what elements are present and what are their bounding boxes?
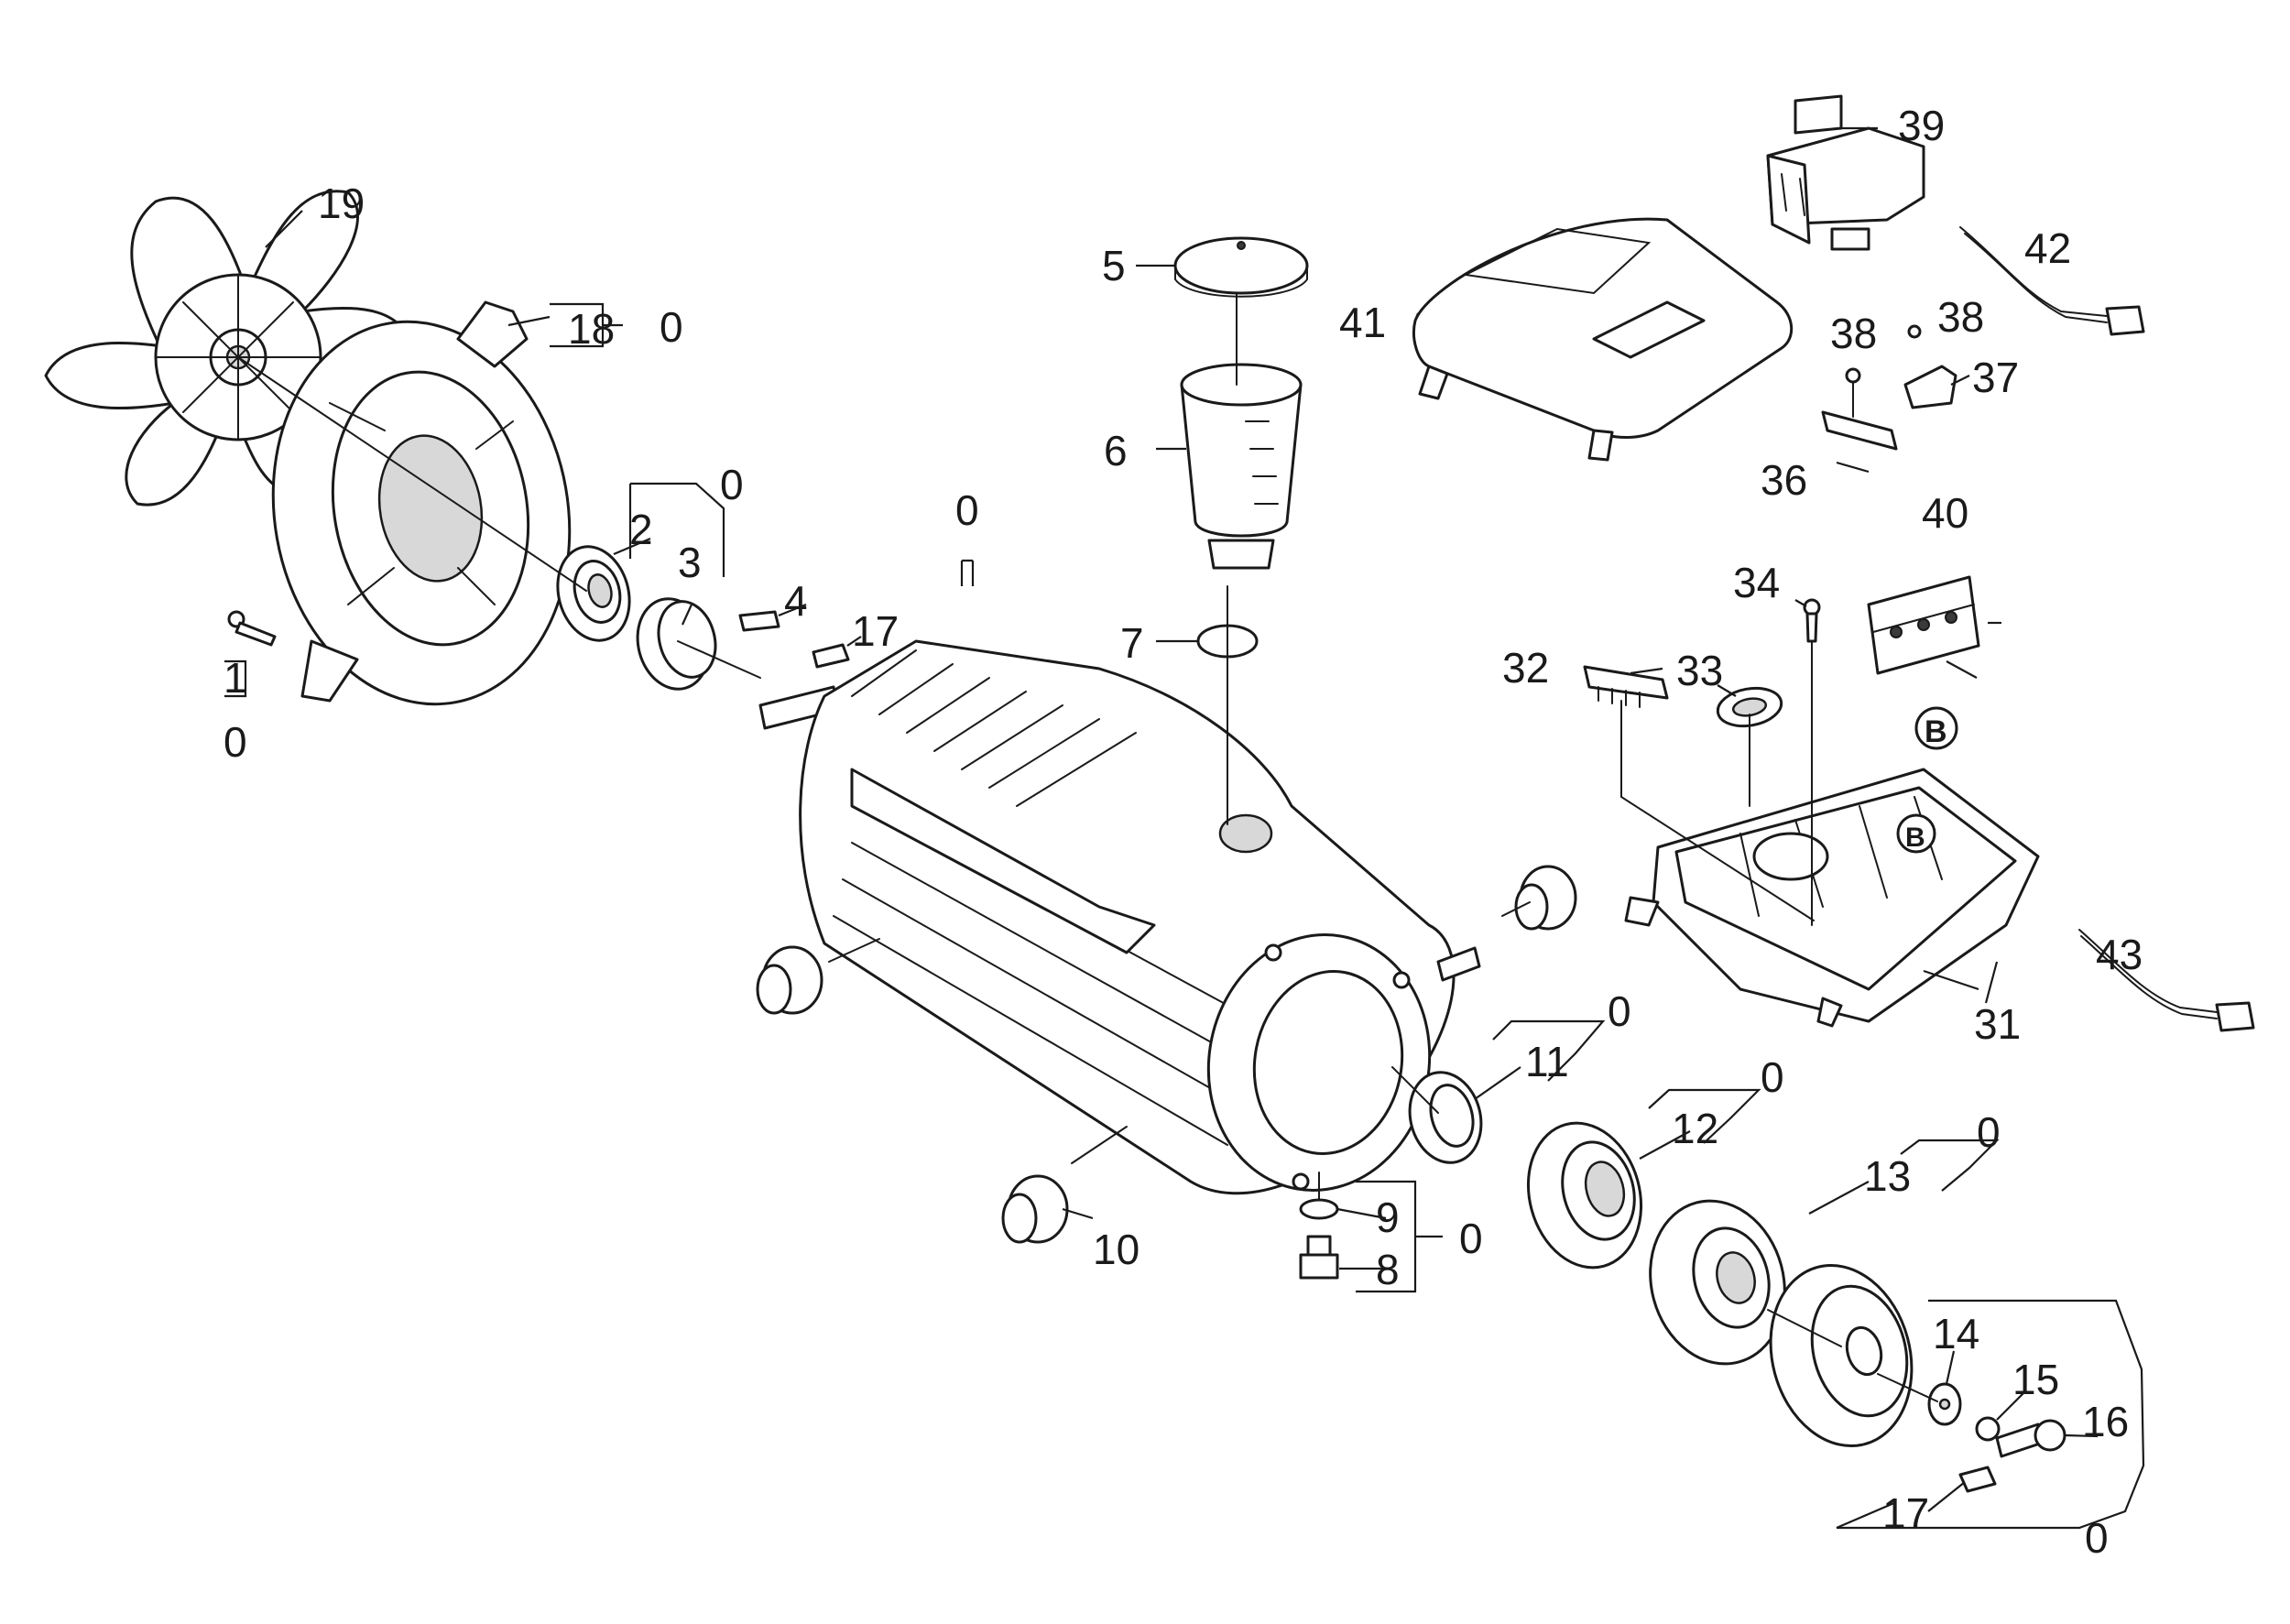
callout-36: 36 xyxy=(1761,456,1807,504)
mark-b-upper-text: B xyxy=(1925,714,1947,749)
rubber-foot-part-10 xyxy=(756,865,1577,1244)
motor-housing-part xyxy=(758,639,1481,1195)
oring-part-9 xyxy=(1299,1198,1339,1220)
mark-b-upper: B xyxy=(1914,706,1958,750)
callout-15: 15 xyxy=(2012,1356,2059,1403)
callout-6: 6 xyxy=(1104,427,1128,474)
grommet-part-33 xyxy=(1716,686,1783,728)
callout-31: 31 xyxy=(1974,1000,2021,1048)
callout-zero-housing: 0 xyxy=(955,486,979,534)
callout-33: 33 xyxy=(1676,647,1723,694)
lock-washer-part-15 xyxy=(1975,1416,2001,1442)
mark-b-box-text: B xyxy=(1905,823,1925,853)
callout-18: 18 xyxy=(568,305,615,353)
strain-relief-part-32 xyxy=(1583,665,1669,708)
group-brackets xyxy=(224,302,2145,1530)
mark-b-box: B xyxy=(1896,813,1936,854)
end-shield-part xyxy=(271,300,572,706)
callout-42: 42 xyxy=(2024,224,2071,272)
washer-part-14 xyxy=(1927,1382,1962,1426)
callout-11: 11 xyxy=(1525,1038,1569,1085)
bracket-part-36 xyxy=(1821,410,1898,451)
callout-34: 34 xyxy=(1733,559,1780,606)
callout-14: 14 xyxy=(1933,1310,1979,1357)
callout-16: 16 xyxy=(2082,1398,2129,1445)
callout-zero-13: 0 xyxy=(1977,1108,2001,1156)
seal-part-11 xyxy=(1408,1071,1483,1164)
callout-17-lower: 17 xyxy=(1882,1489,1929,1537)
bearing-part-12 xyxy=(1526,1121,1643,1270)
key-part-17-lower xyxy=(1958,1466,1997,1493)
screw-part-34 xyxy=(1803,598,1821,643)
drain-plug-part-8 xyxy=(1299,1235,1339,1280)
callout-zero-1: 0 xyxy=(224,718,247,766)
callout-39: 39 xyxy=(1898,102,1945,149)
callout-5: 5 xyxy=(1102,242,1126,289)
bearing-part-2 xyxy=(556,545,631,642)
callout-1: 1 xyxy=(224,654,247,702)
terminal-part-37 xyxy=(1903,365,1957,409)
cable-part-42 xyxy=(1959,226,2145,336)
callout-labels: 19 18 0 1 0 2 3 0 4 17 0 5 6 7 10 9 8 0 … xyxy=(224,102,2143,1562)
callout-8: 8 xyxy=(1376,1246,1400,1293)
callout-38-left: 38 xyxy=(1830,310,1877,357)
oil-cup-part-6 xyxy=(1180,363,1303,570)
key-part-4 xyxy=(738,610,780,632)
cap-part-5 xyxy=(1173,236,1309,298)
callout-zero-18: 0 xyxy=(660,303,683,351)
ring-part-3 xyxy=(636,597,717,691)
callout-17-upper: 17 xyxy=(852,607,899,655)
eccentric-part-13 xyxy=(1649,1199,1914,1448)
callout-zero-12: 0 xyxy=(1761,1053,1784,1101)
bolt-part-16 xyxy=(1995,1419,2066,1458)
terminal-board-part-40 xyxy=(1867,575,1980,675)
callout-43: 43 xyxy=(2096,931,2143,978)
callout-13: 13 xyxy=(1864,1152,1911,1200)
callout-19: 19 xyxy=(318,180,365,227)
screw-part-38-left xyxy=(1845,367,1861,418)
callout-37: 37 xyxy=(1972,354,2019,401)
callout-zero-plug: 0 xyxy=(1459,1215,1483,1262)
callout-32: 32 xyxy=(1502,644,1549,692)
callout-9: 9 xyxy=(1376,1193,1400,1241)
control-box-part-31 xyxy=(1624,768,2040,1028)
callout-2: 2 xyxy=(629,506,653,553)
callout-3: 3 xyxy=(678,539,702,586)
callout-zero-pulley: 0 xyxy=(2085,1514,2109,1562)
callout-10: 10 xyxy=(1093,1226,1140,1273)
callout-38-right: 38 xyxy=(1937,293,1984,341)
callout-12: 12 xyxy=(1672,1105,1718,1152)
leader-lines xyxy=(237,126,2099,1512)
screw-part-38-right xyxy=(1907,324,1922,339)
callout-7: 7 xyxy=(1120,619,1144,667)
callout-41: 41 xyxy=(1339,299,1386,346)
callout-zero-bearing: 0 xyxy=(720,461,744,508)
callout-40: 40 xyxy=(1922,489,1968,537)
screw-part-1 xyxy=(227,610,277,647)
cable-part-43 xyxy=(2078,929,2255,1032)
callout-zero-11: 0 xyxy=(1608,987,1631,1035)
callout-4: 4 xyxy=(784,577,808,625)
key-part-17-upper xyxy=(812,643,850,669)
cover-part-41 xyxy=(1412,217,1794,462)
